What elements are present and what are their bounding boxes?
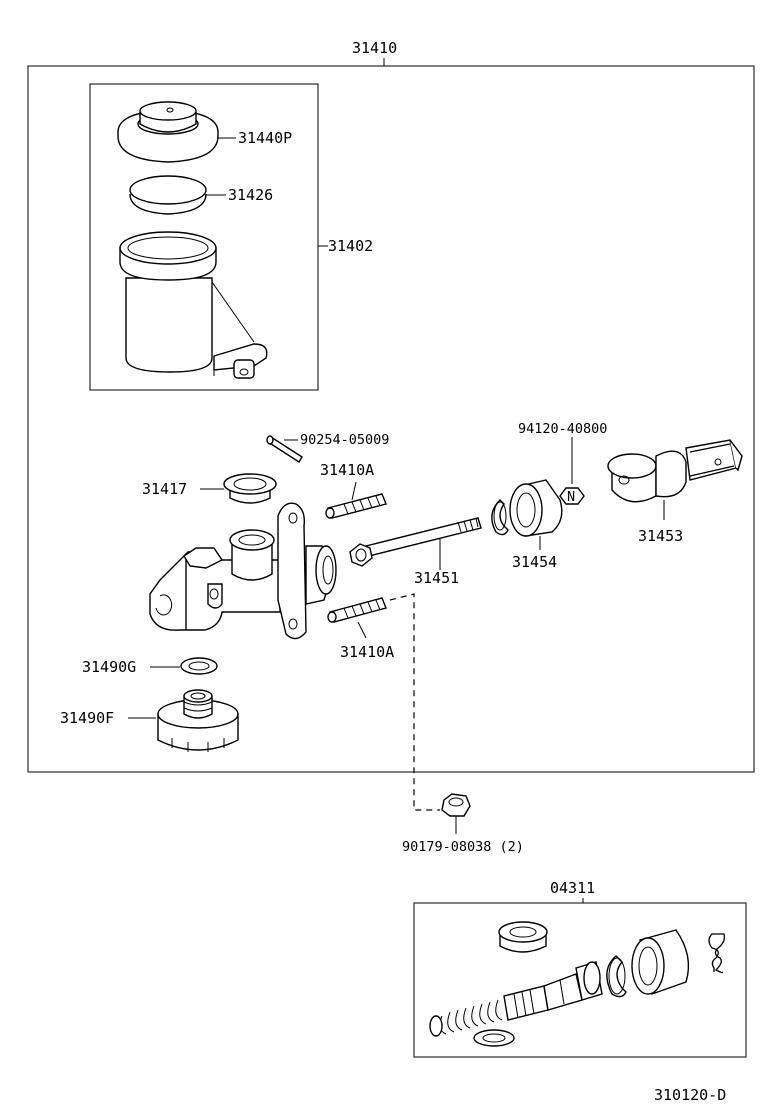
kit-boot[interactable]	[631, 929, 690, 995]
gasket[interactable]	[180, 657, 218, 675]
label-nut[interactable]: 90179-08038 (2)	[402, 839, 524, 855]
assembly-label-repair-kit[interactable]: 04311	[550, 879, 595, 897]
grommet[interactable]	[223, 473, 277, 504]
label-grommet[interactable]: 31417	[142, 480, 187, 498]
snap-ring-small[interactable]	[491, 499, 509, 536]
kit-piston[interactable]	[429, 961, 603, 1037]
reservoir-strainer[interactable]	[129, 175, 207, 215]
boot-seal[interactable]	[509, 479, 563, 537]
non-reusable-marker: N	[559, 487, 585, 505]
kit-clip[interactable]	[708, 933, 726, 974]
label-gasket[interactable]: 31490G	[82, 658, 136, 676]
label-stud-lower[interactable]: 31410A	[340, 643, 394, 661]
label-stud-upper[interactable]: 31410A	[320, 461, 374, 479]
stud-upper[interactable]	[325, 493, 387, 519]
label-push-rod[interactable]: 31451	[414, 569, 459, 587]
assembly-label-master-cylinder[interactable]: 31410	[352, 39, 397, 57]
assembly-label-reservoir[interactable]: 31402	[328, 237, 373, 255]
kit-grommet[interactable]	[498, 921, 548, 953]
master-cylinder-frame	[27, 65, 755, 773]
label-clevis[interactable]: 31453	[638, 527, 683, 545]
nut[interactable]	[441, 793, 471, 817]
label-union[interactable]: 31490F	[60, 709, 114, 727]
pin[interactable]	[266, 435, 303, 463]
reservoir-frame	[89, 83, 319, 391]
label-snap-ring[interactable]: 94120-40800	[518, 421, 607, 437]
union[interactable]	[157, 689, 239, 752]
diagram-id: 310120-D	[654, 1086, 726, 1104]
push-rod[interactable]	[349, 517, 482, 567]
repair-kit-frame	[413, 902, 747, 1058]
master-cylinder-body[interactable]	[149, 502, 337, 640]
non-reusable-marker-text: N	[567, 489, 575, 505]
label-boot-seal[interactable]: 31454	[512, 553, 557, 571]
label-strainer[interactable]: 31426	[228, 186, 273, 204]
stud-lower[interactable]	[327, 597, 387, 623]
reservoir-tank[interactable]	[119, 231, 268, 379]
label-pin[interactable]: 90254-05009	[300, 432, 389, 448]
kit-gasket[interactable]	[473, 1029, 515, 1047]
clevis[interactable]	[607, 439, 743, 503]
label-cap[interactable]: 31440P	[238, 129, 292, 147]
kit-snap-ring[interactable]	[606, 955, 627, 998]
reservoir-cap[interactable]	[117, 101, 219, 163]
